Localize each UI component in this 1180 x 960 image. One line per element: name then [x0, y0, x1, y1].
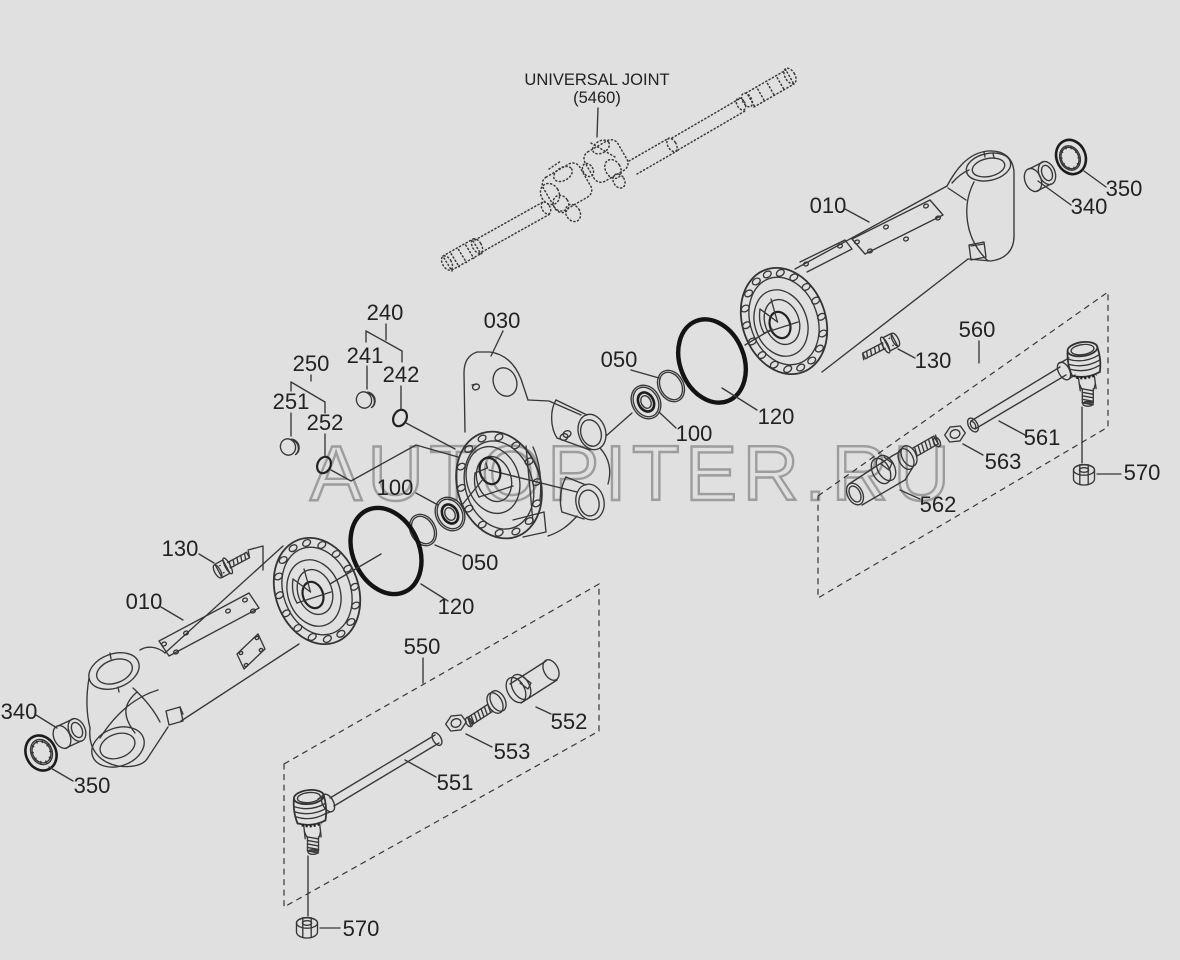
svg-text:050: 050	[601, 347, 638, 372]
svg-text:252: 252	[307, 410, 344, 435]
svg-text:340: 340	[1071, 194, 1108, 219]
svg-text:050: 050	[462, 550, 499, 575]
svg-text:241: 241	[347, 343, 384, 368]
svg-text:561: 561	[1024, 425, 1061, 450]
svg-text:550: 550	[404, 634, 441, 659]
svg-text:350: 350	[1106, 176, 1143, 201]
svg-text:570: 570	[343, 916, 380, 941]
svg-text:570: 570	[1124, 460, 1161, 485]
svg-text:AUTOPITER.RU: AUTOPITER.RU	[310, 429, 955, 517]
svg-text:552: 552	[551, 709, 588, 734]
svg-text:030: 030	[484, 308, 521, 333]
svg-text:350: 350	[74, 773, 111, 798]
svg-text:010: 010	[810, 193, 847, 218]
svg-text:340: 340	[1, 699, 38, 724]
svg-text:242: 242	[383, 362, 420, 387]
svg-text:560: 560	[959, 317, 996, 342]
svg-text:562: 562	[920, 492, 957, 517]
svg-text:563: 563	[985, 449, 1022, 474]
svg-text:100: 100	[676, 421, 713, 446]
svg-text:551: 551	[437, 770, 474, 795]
svg-text:250: 250	[293, 351, 330, 376]
svg-text:130: 130	[162, 536, 199, 561]
svg-text:010: 010	[126, 589, 163, 614]
svg-text:130: 130	[915, 348, 952, 373]
svg-text:240: 240	[367, 300, 404, 325]
svg-text:100: 100	[377, 475, 414, 500]
svg-text:553: 553	[494, 739, 531, 764]
svg-text:UNIVERSAL JOINT: UNIVERSAL JOINT	[524, 71, 669, 89]
svg-text:(5460): (5460)	[573, 89, 621, 107]
svg-text:251: 251	[273, 389, 310, 414]
svg-text:120: 120	[758, 404, 795, 429]
